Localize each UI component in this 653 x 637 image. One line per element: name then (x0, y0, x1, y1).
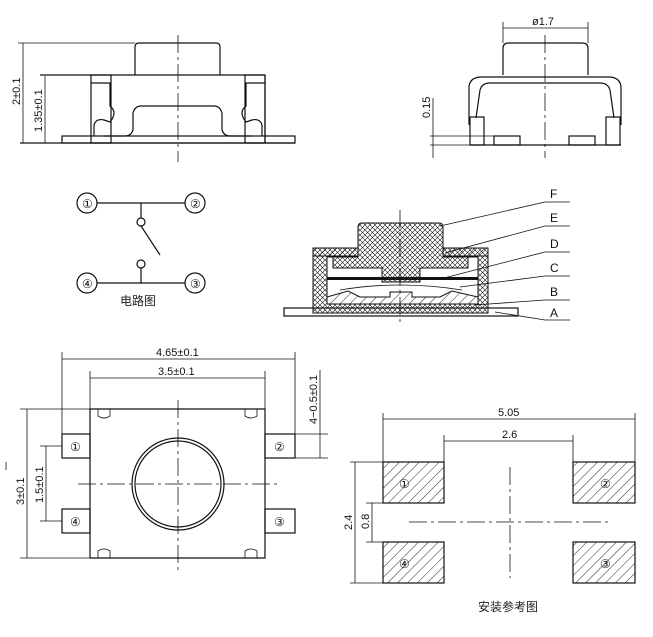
circuit-title: 电路图 (120, 293, 156, 308)
pin-3-label: ③ (190, 277, 201, 291)
pin-1-label: ① (82, 197, 93, 211)
dim-footprint-width: 5.05 (498, 407, 519, 419)
part-label-e: E (550, 211, 558, 225)
pad-4 (382, 541, 445, 584)
pad-2 (572, 461, 636, 504)
top-pin-1-label: ① (70, 440, 81, 454)
dim-button-diameter: ø1.7 (532, 16, 554, 28)
dim-pin-width: 4−0.5±0.1 (308, 375, 320, 424)
top-pin-2-label: ② (274, 440, 285, 454)
top-pin-4-label: ④ (70, 515, 81, 529)
pin-3-tab (264, 508, 296, 534)
pad-4-label: ④ (399, 557, 410, 571)
pad-1 (382, 461, 445, 504)
top-pin-3-label: ③ (274, 515, 285, 529)
cross-section: F E D C B A (283, 187, 570, 325)
pad-1-label: ① (399, 477, 410, 491)
dim-footprint-height: 2.4 (343, 515, 355, 530)
dim-width-body: 3.5±0.1 (158, 366, 195, 378)
part-leaders (439, 201, 570, 321)
switch-lever (140, 225, 161, 256)
body-outline (89, 408, 266, 559)
dim-pad-gap: 0.8 (360, 514, 372, 529)
front-view: ø1.7 0.15 (421, 16, 622, 158)
circuit-diagram: ① ② ③ ④ 电路图 (76, 192, 206, 308)
part-label-c: C (550, 261, 559, 275)
pin-2-tab (264, 433, 296, 459)
body-top (40, 74, 266, 143)
dim-body-height: 1.35±0.1 (33, 89, 45, 132)
pin-4-label: ④ (82, 277, 93, 291)
pin-2-label: ② (190, 197, 201, 211)
part-label-d: D (550, 237, 559, 251)
dim-pin-pitch: 1.5±0.1 (34, 466, 46, 503)
part-label-f: F (550, 187, 557, 201)
footprint: ① ② ③ ④ 5.05 2.6 2.4 0.8 安装参考图 (343, 407, 636, 614)
dim-total-height: 2±0.1 (11, 78, 23, 105)
dim-standoff: 0.15 (421, 97, 433, 118)
pad-2-label: ② (600, 477, 611, 491)
part-label-a: A (550, 306, 558, 320)
side-view: 2±0.1 1.35±0.1 (11, 35, 296, 162)
part-label-b: B (550, 285, 558, 299)
top-view: ① ② ③ ④ 4.65±0.1 3.5±0.1 3±0.1 1.5±0.1 4… (5, 347, 328, 570)
button-outline (134, 42, 221, 75)
dim-height-total: 3±0.1 (15, 478, 27, 505)
footprint-title: 安装参考图 (478, 599, 538, 614)
dim-footprint-gap: 2.6 (502, 429, 517, 441)
dim-width-total: 4.65±0.1 (156, 347, 199, 359)
pad-3 (572, 541, 636, 584)
pad-3-label: ③ (600, 557, 611, 571)
